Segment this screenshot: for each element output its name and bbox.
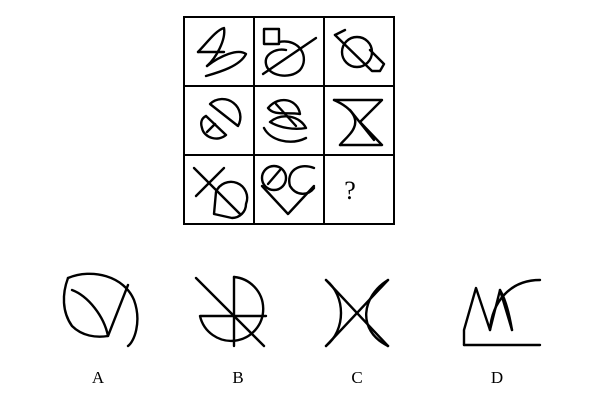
question-mark: ? bbox=[344, 176, 356, 205]
circle-v-figure[interactable] bbox=[62, 272, 139, 348]
cross-arc-figure bbox=[192, 166, 249, 220]
heart-arc-figure bbox=[260, 164, 316, 216]
option-d-label[interactable]: D bbox=[491, 368, 503, 387]
x-crescent-figure[interactable] bbox=[324, 278, 390, 348]
puzzle-grid bbox=[183, 16, 395, 225]
circle-bracket-figure bbox=[333, 28, 386, 73]
option-c-label[interactable]: C bbox=[351, 368, 362, 387]
leaf-curve-figure bbox=[262, 98, 308, 143]
option-b-label[interactable]: B bbox=[232, 368, 243, 387]
zigzag-arc-figure[interactable] bbox=[462, 278, 542, 347]
semicircle-figure bbox=[200, 97, 242, 140]
circle-cross-figure[interactable] bbox=[194, 275, 268, 348]
option-a-label[interactable]: A bbox=[92, 368, 105, 387]
z-curve-figure bbox=[196, 26, 248, 78]
hourglass-figure bbox=[332, 98, 384, 147]
square-circle-line-figure bbox=[261, 27, 318, 77]
